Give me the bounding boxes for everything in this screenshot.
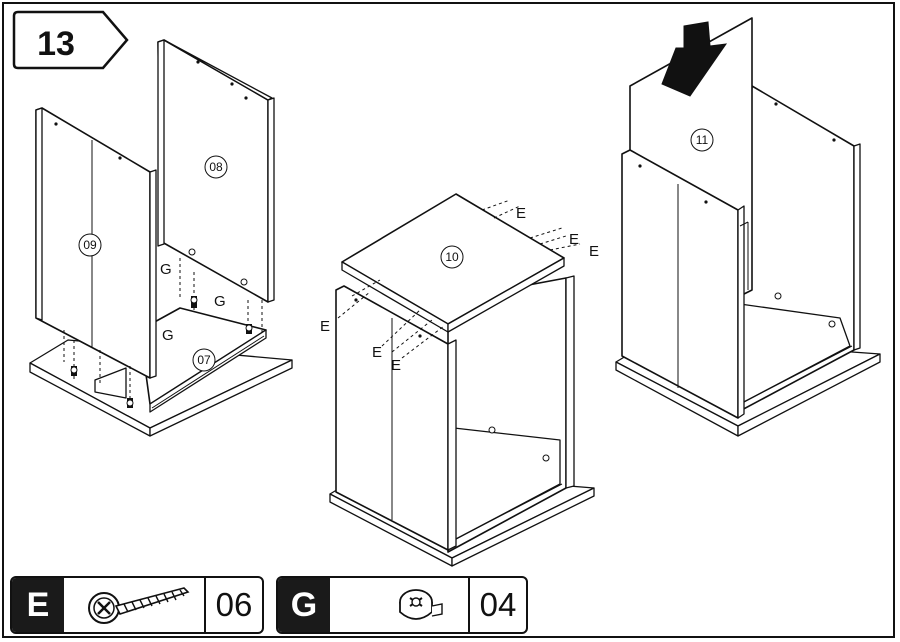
side-panel-right [621,149,749,419]
legend-letter: G [278,578,330,632]
marker-e: E [320,318,330,335]
marker-g: G [214,293,226,310]
screw-icon [64,578,206,632]
back-panel-right [737,85,861,413]
part-label-08: 08 [209,160,223,174]
down-arrow-icon [661,21,728,97]
panel-08: 08 [157,39,275,303]
left-assembly: 07 08 [29,39,293,437]
part-label-09: 09 [83,238,97,252]
screw-markers-middle: E E E E E E [320,199,599,374]
marker-e: E [391,357,401,374]
panel-07: 07 [139,307,267,413]
legend-quantity: 04 [479,586,517,623]
back-panel-middle [447,275,575,553]
right-assembly: 11 [615,17,881,437]
cam-fittings-left: G G G [63,258,263,408]
legend-letter: E [12,578,64,632]
panel-09: 09 [35,107,157,379]
marker-e: E [372,344,382,361]
step-badge: 13 [12,10,129,70]
part-label-07: 07 [197,353,211,367]
panel-10: 10 [341,193,565,333]
marker-g: G [160,261,172,278]
marker-e: E [516,205,526,222]
marker-e: E [589,243,599,260]
legend-item-e: E 06 [10,576,264,634]
step-number: 13 [37,25,75,63]
legend-quantity: 06 [215,586,253,623]
marker-e: E [569,231,579,248]
part-label-10: 10 [445,250,459,264]
middle-assembly: 10 E E E E E E [320,193,599,567]
legend-item-g: G 04 [276,576,528,634]
marker-g: G [162,327,174,344]
part-label-11: 11 [696,133,709,147]
side-panel-middle [335,285,457,551]
cam-lock-icon [330,578,470,632]
